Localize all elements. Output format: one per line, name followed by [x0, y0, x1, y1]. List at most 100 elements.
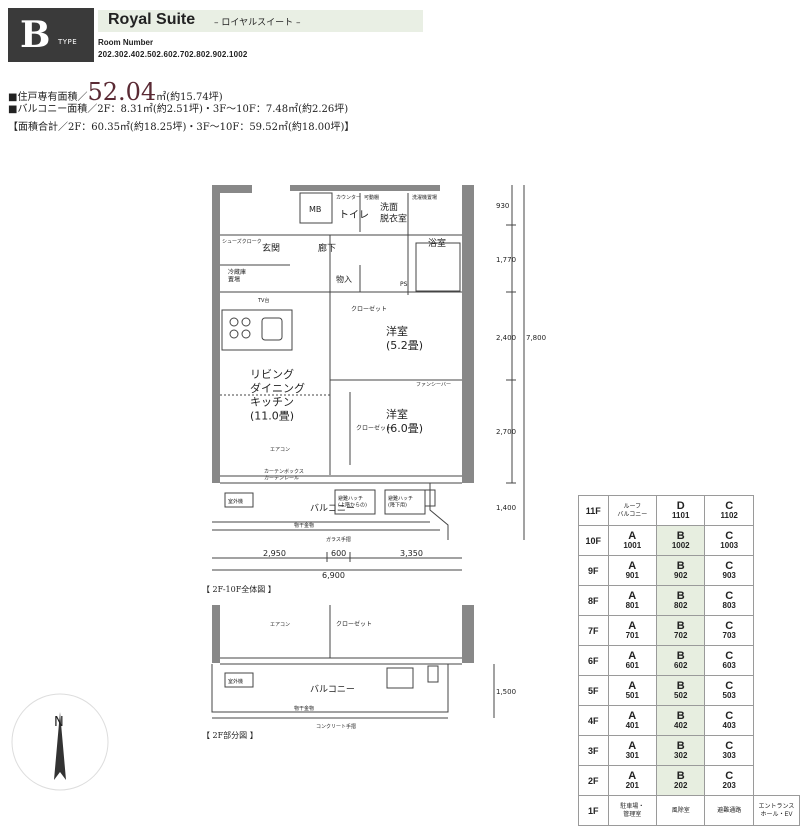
unit-number: 803 — [722, 600, 736, 610]
unit-type-letter: D — [676, 499, 685, 512]
label-hatch1: 避難ハッチ(上階からの) — [338, 495, 367, 508]
label-mb: MB — [309, 205, 321, 214]
unit-type-letter: B — [676, 739, 685, 752]
exclusive-area-value: 52.04 — [87, 78, 157, 106]
unit-type-letter: A — [628, 739, 637, 752]
wall-north-west — [212, 185, 252, 193]
compass: N — [11, 693, 109, 791]
unit-type-letter: A — [628, 589, 637, 602]
unit-number: 602 — [674, 660, 688, 670]
unit-type-letter: B — [676, 559, 685, 572]
unit-number: 801 — [625, 600, 639, 610]
unit-cell: 駐車場・管理室 — [607, 795, 658, 826]
unit-number: 302 — [674, 750, 688, 760]
unit-type-letter: C — [725, 559, 734, 572]
unit-number: 901 — [625, 570, 639, 580]
unit-type-letter: A — [628, 709, 637, 722]
outdoor-unit-box-2 — [424, 489, 436, 507]
partial-label-closet: クローゼット — [336, 620, 372, 628]
type-word: TYPE — [58, 38, 78, 46]
label-balcony: バルコニー — [310, 503, 355, 514]
label-counter: カウンター — [336, 194, 361, 201]
floor-label: 7F — [578, 615, 609, 646]
floor-label: 5F — [578, 675, 609, 706]
label-aircon: エアコン — [270, 447, 290, 453]
unit-number: 202 — [674, 780, 688, 790]
unit-number: 501 — [625, 690, 639, 700]
unit-type-letter: A — [628, 649, 637, 662]
unit-special-label: 駐車場・ — [620, 803, 645, 810]
unit-cell: 避難通路 — [704, 795, 754, 826]
compass-label: N — [54, 715, 64, 730]
unit-type-letter: B — [676, 619, 685, 632]
unit-type-letter: C — [725, 649, 734, 662]
exclusive-area-line: ■住戸専有面積／52.04㎡(約15.74坪) — [8, 78, 223, 106]
partial-label-concrete-rail: コンクリート手摺 — [316, 723, 356, 730]
unit-number: 303 — [722, 750, 736, 760]
unit-number: 403 — [722, 720, 736, 730]
unit-type-letter: A — [628, 619, 637, 632]
dim-total: 6,900 — [322, 571, 345, 580]
unit-special-label: 避難通路 — [717, 807, 742, 814]
unit-number: 203 — [722, 780, 736, 790]
unit-type-letter: C — [725, 679, 734, 692]
unit-cell: ルーフバルコニー — [607, 495, 658, 526]
exclusive-area-label: ■住戸専有面積／ — [8, 92, 88, 103]
unit-number: 201 — [625, 780, 639, 790]
floor-label: 6F — [578, 645, 609, 676]
floor-plan: N MB カウンター 可動棚 洗濯機置場 トイレ 洗面脱衣室 浴室 シューズクロ… — [11, 185, 546, 791]
outdoor-unit-box — [224, 492, 254, 508]
title-bar — [98, 10, 423, 32]
label-ps: PS — [400, 281, 408, 288]
label-storage: 物入 — [336, 274, 352, 284]
unit-type-letter: B — [676, 709, 685, 722]
north-arrow-icon — [54, 712, 66, 780]
floor-label: 4F — [578, 705, 609, 736]
partial-label-balcony: バルコニー — [310, 684, 355, 695]
label-fridge: 冷蔵庫置場 — [228, 268, 246, 284]
unit-type-letter: C — [725, 739, 734, 752]
unit-cell: エントランスホール・EV — [752, 795, 800, 826]
label-toilet: トイレ — [339, 210, 369, 221]
unit-type-letter: A — [628, 529, 637, 542]
unit-special-label: 管理室 — [623, 811, 642, 818]
label-glass-rail: ガラス手摺 — [326, 536, 351, 543]
exclusive-area-tsubo: (約15.74坪) — [166, 92, 223, 103]
label-living: リビングダイニングキッチン(11.0畳) — [250, 367, 305, 422]
label-washroom: 洗面脱衣室 — [380, 201, 407, 224]
label-closet: クローゼット — [351, 305, 387, 313]
dim-right-4: 2,700 — [496, 428, 516, 436]
unit-type-letter: B — [676, 589, 685, 602]
kitchen-sink — [261, 317, 283, 341]
floor-label: 8F — [578, 585, 609, 616]
type-badge: B TYPE — [8, 8, 94, 62]
unit-special-label: ルーフ — [623, 503, 642, 510]
unit-number: 1002 — [671, 540, 690, 550]
room-number-label: Room Number — [98, 38, 154, 47]
wall-east — [462, 185, 474, 483]
partial-dim: 1,500 — [496, 688, 516, 696]
